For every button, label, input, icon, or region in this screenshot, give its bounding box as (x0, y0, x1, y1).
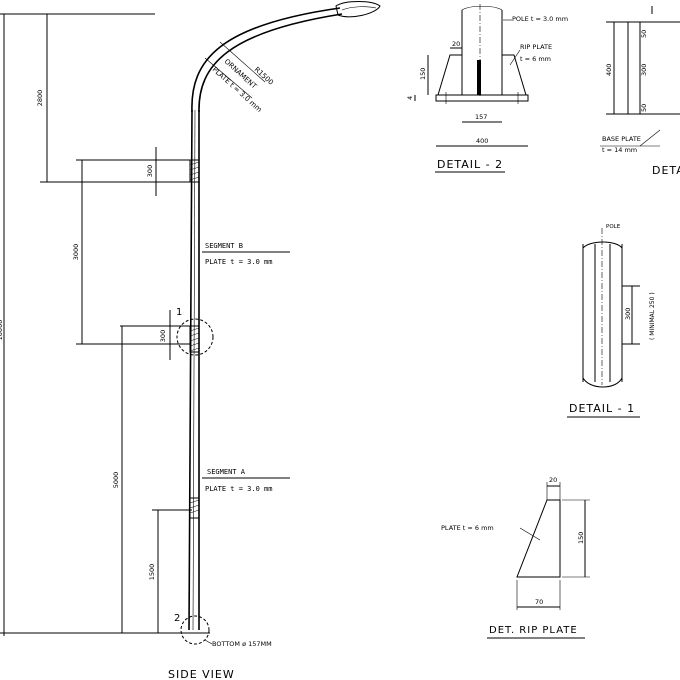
side-view-title: SIDE VIEW (168, 668, 235, 680)
detail2-dim-157: 157 (475, 113, 487, 121)
label-segment-a: SEGMENT A (207, 468, 246, 476)
detail3-dim-300: 300 (640, 64, 648, 76)
ripplate-dim-20: 20 (549, 476, 557, 484)
dim-total-height: 10000 (0, 320, 4, 341)
ripplate-plate-label: PLATE t = 6 mm (441, 524, 494, 532)
joint-middle-hatch (189, 325, 200, 353)
callout-circle-2 (180, 615, 210, 645)
detail2-rip-plate-label: RIP PLATE (520, 43, 552, 51)
dim-300-top: 300 (146, 165, 154, 177)
detail2-dim-4: 4 (406, 96, 414, 100)
detail2-pole-label: POLE t = 3.0 mm (512, 15, 568, 23)
label-segment-b-plate: PLATE t = 3.0 mm (205, 258, 272, 266)
rip-plate-detail: 20 150 70 PLATE t = 6 mm DET. RIP PLATE (441, 476, 590, 639)
label-bottom: BOTTOM ø 157MM (212, 640, 272, 648)
dim-1500: 1500 (148, 564, 156, 581)
ripplate-dim-150: 150 (577, 532, 585, 544)
detail2-rip-plate-t: t = 6 mm (520, 55, 551, 63)
detail3-base-plate-t: t = 14 mm (602, 146, 637, 154)
detail1-dim-300: 300 (624, 308, 632, 320)
dim-2800: 2800 (36, 90, 44, 107)
dim-5000: 5000 (112, 472, 120, 489)
callout-2: 2 (174, 613, 180, 624)
dim-3000: 3000 (72, 244, 80, 261)
detail-3: 50 300 50 400 BASE PLATE t = 14 mm DETA (600, 6, 680, 177)
detail2-title: DETAIL - 2 (437, 158, 503, 171)
side-view: 10000 2800 300 3000 300 5000 1500 (0, 1, 381, 680)
detail2-dim-20: 20 (452, 40, 460, 48)
ripplate-title: DET. RIP PLATE (489, 625, 578, 636)
detail3-title: DETA (652, 164, 680, 177)
detail3-dim-50-bot: 50 (640, 104, 648, 112)
detail3-dim-400: 400 (605, 64, 613, 76)
detail1-minimal: ( MINIMAL 250 ) (649, 292, 656, 340)
lamp-head (335, 1, 381, 18)
detail3-base-plate: BASE PLATE (602, 135, 641, 143)
dim-300-joint: 300 (159, 330, 167, 342)
detail-1: POLE 300 ( MINIMAL 250 ) DETAIL - 1 (567, 224, 656, 418)
label-segment-b: SEGMENT B (205, 242, 243, 250)
detail2-dim-400: 400 (476, 137, 488, 145)
joint-top-hatch (189, 159, 200, 183)
detail-2: POLE t = 3.0 mm RIP PLATE t = 6 mm 20 15… (406, 4, 568, 173)
label-segment-a-plate: PLATE t = 3.0 mm (205, 485, 272, 493)
detail1-pole-label: POLE (606, 224, 621, 230)
callout-1: 1 (176, 307, 182, 318)
joint-lower-hatch (189, 497, 200, 519)
detail1-title: DETAIL - 1 (569, 402, 635, 415)
detail3-dim-50-top: 50 (640, 30, 648, 38)
detail2-dim-150: 150 (419, 68, 427, 80)
callout-circle-1 (176, 318, 214, 356)
ripplate-dim-70: 70 (535, 598, 543, 606)
